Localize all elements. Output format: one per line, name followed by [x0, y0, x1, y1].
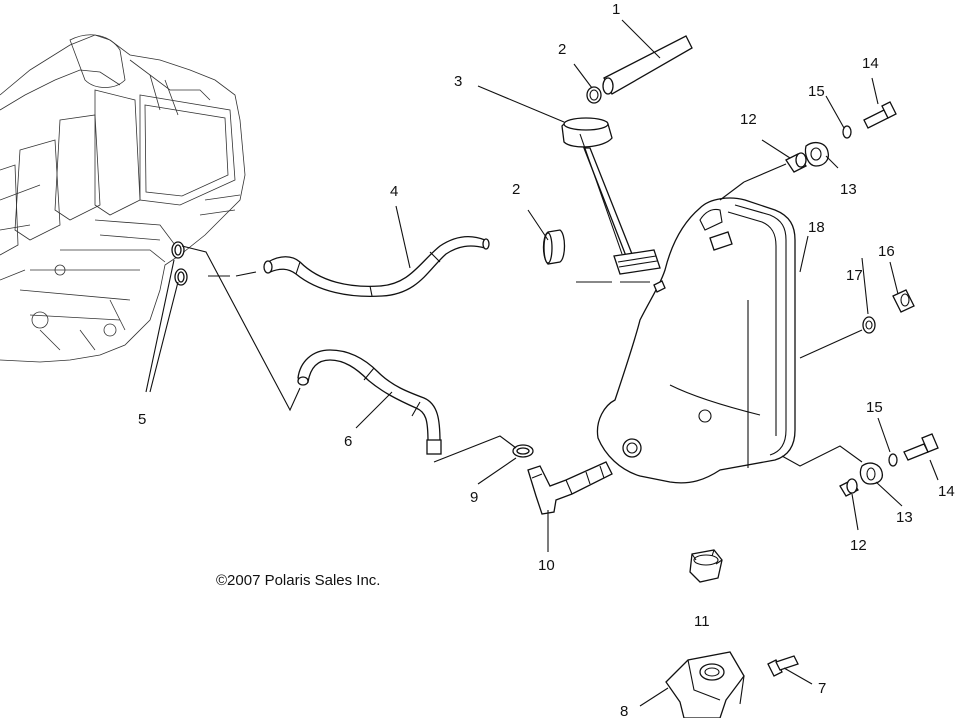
callout-12-upper: 12 — [740, 111, 757, 128]
bushing-12-lower — [839, 478, 859, 497]
washer-17 — [862, 316, 876, 334]
callout-2-top: 2 — [558, 41, 566, 58]
callout-3: 3 — [454, 73, 462, 90]
clamp-2-top — [586, 86, 602, 104]
clamp-5-upper — [171, 241, 185, 259]
callout-2-mid: 2 — [512, 181, 520, 198]
bolt-14-upper — [863, 101, 897, 129]
callout-13-upper: 13 — [840, 181, 857, 198]
hose-6 — [297, 349, 442, 455]
callout-13-lower: 13 — [896, 509, 913, 526]
dipstick-3 — [561, 117, 661, 275]
bushing-12-upper — [785, 152, 807, 173]
clamp-5-lower — [174, 268, 188, 286]
bolt-7 — [767, 655, 799, 677]
copyright-text: ©2007 Polaris Sales Inc. — [216, 572, 380, 589]
elbow-fitting-10 — [527, 461, 613, 515]
callout-1: 1 — [612, 1, 620, 18]
bracket-8 — [665, 651, 745, 718]
callout-12-lower: 12 — [850, 537, 867, 554]
fitting-16 — [892, 289, 915, 313]
hose-1 — [602, 35, 693, 95]
callout-labels: 1 2 3 4 2 5 6 9 10 11 7 8 12 13 15 14 18… — [138, 1, 955, 718]
callout-5: 5 — [138, 411, 146, 428]
hose-4 — [263, 235, 490, 298]
bolt-14-lower — [903, 433, 939, 461]
callout-14-upper: 14 — [862, 55, 879, 72]
callout-10: 10 — [538, 557, 555, 574]
clamp-2-mid — [542, 229, 566, 265]
engine-outline — [0, 34, 246, 363]
callout-17: 17 — [846, 267, 863, 284]
callout-8: 8 — [620, 703, 628, 718]
callout-7: 7 — [818, 680, 826, 697]
callout-15-upper: 15 — [808, 83, 825, 100]
callout-14-lower: 14 — [938, 483, 955, 500]
callout-4: 4 — [390, 183, 398, 200]
grommet-13-upper — [804, 141, 830, 167]
leader-lines — [145, 19, 939, 707]
clamp-9 — [512, 444, 534, 458]
routing-lines — [181, 133, 787, 412]
callout-15-lower: 15 — [866, 399, 883, 416]
callout-11: 11 — [694, 613, 710, 630]
washer-15-upper — [842, 125, 852, 139]
washer-15-lower — [888, 453, 898, 467]
callout-6: 6 — [344, 433, 352, 450]
grommet-13-lower — [859, 462, 884, 485]
nut-11 — [689, 549, 723, 583]
callout-9: 9 — [470, 489, 478, 506]
oil-tank-18 — [596, 197, 796, 484]
callout-18: 18 — [808, 219, 825, 236]
callout-16: 16 — [878, 243, 895, 260]
